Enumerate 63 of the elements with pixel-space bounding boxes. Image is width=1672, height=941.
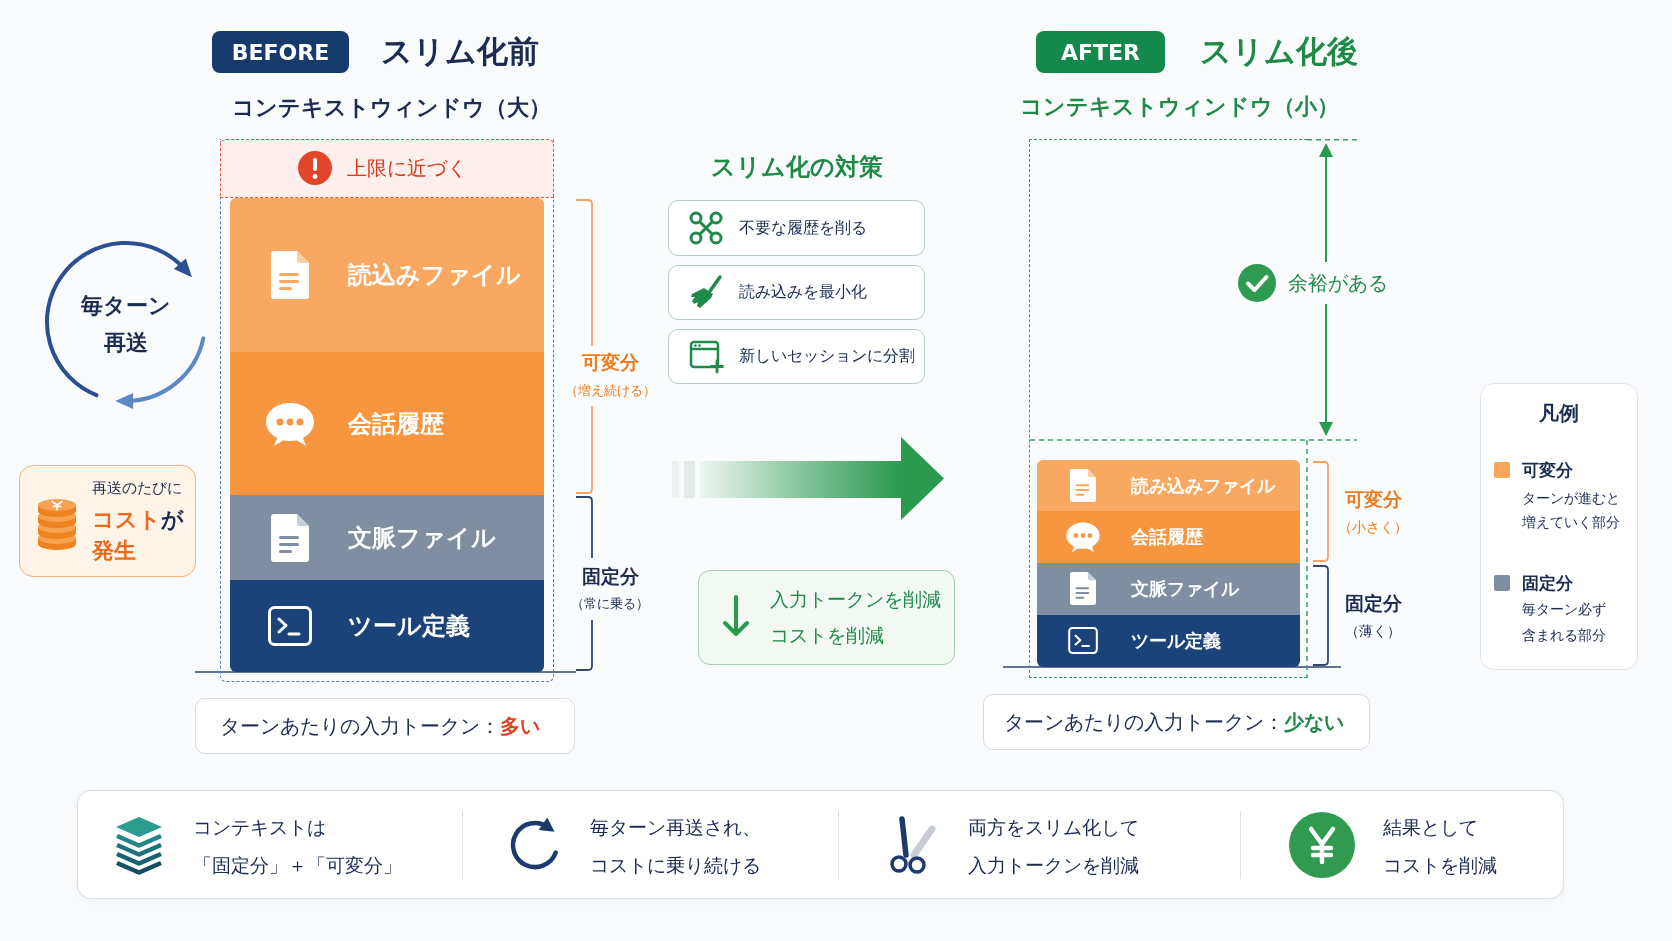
summary-text: 両方をスリム化して入力トークンを削減	[967, 814, 1140, 878]
block-label: ツール定義	[1130, 629, 1221, 653]
cost-callout	[19, 465, 196, 577]
token-summary-text: ターンあたりの入力トークン：多い	[220, 712, 540, 740]
measure-text: 新しいセッションに分割	[739, 345, 915, 367]
block-label: 会話履歴	[347, 408, 444, 440]
section-label: AFTER	[1061, 38, 1140, 67]
bracket-note: （増え続ける）	[564, 382, 656, 400]
bracket-note: （小さく）	[1338, 518, 1408, 537]
window-heading: コンテキストウィンドウ（小）	[1019, 93, 1339, 121]
block-label: 読込みファイル	[347, 260, 521, 291]
measure-card	[668, 329, 925, 384]
summary-bar	[77, 790, 1564, 899]
result-text: コストを削減	[769, 623, 884, 648]
callout-text: 再送のたびに	[91, 478, 182, 499]
context-block	[229, 495, 544, 580]
bracket-label: 可変分	[581, 349, 639, 375]
context-block	[229, 198, 544, 352]
context-block	[1036, 562, 1300, 615]
summary-text: 毎ターン再送され、コストに乗り続ける	[589, 814, 762, 878]
measure-text: 読み込みを最小化	[739, 281, 867, 303]
legend-note: 毎ターン必ず含まれる部分	[1522, 600, 1607, 645]
window-heading: コンテキストウィンドウ（大）	[232, 93, 551, 122]
section-heading: スリム化の対策	[711, 152, 883, 183]
legend-note: ターンが進むと増えていく部分	[1522, 489, 1621, 532]
context-block	[1036, 614, 1300, 667]
block-label: ツール定義	[347, 611, 470, 642]
block-label: 会話履歴	[1130, 525, 1203, 549]
bracket-label: 固定分	[581, 563, 639, 589]
limit-band	[219, 139, 554, 198]
result-text: 入力トークンを削減	[769, 587, 941, 612]
section-title: スリム化後	[1200, 31, 1358, 71]
measure-text: 不要な履歴を削る	[739, 216, 867, 239]
section-badge	[212, 31, 349, 73]
token-summary-card	[195, 698, 575, 754]
context-block	[1036, 459, 1300, 511]
block-label: 文脈ファイル	[1130, 577, 1239, 601]
measure-card	[668, 265, 925, 320]
legend-title: 凡例	[1539, 400, 1579, 427]
measure-card	[668, 200, 925, 256]
section-badge	[1036, 31, 1165, 73]
context-block	[229, 352, 544, 495]
limit-warning-text: 上限に近づく	[347, 154, 467, 182]
bracket-note: （薄く）	[1345, 622, 1401, 641]
context-block	[229, 580, 544, 672]
dimension-label: 余裕がある	[1288, 270, 1388, 297]
legend-text: 固定分	[1522, 572, 1573, 595]
callout-text: コストが発生	[91, 506, 185, 565]
token-summary-text: ターンあたりの入力トークン：少ない	[1004, 708, 1344, 736]
result-card	[698, 570, 955, 665]
bracket-note: （常に乗る）	[571, 595, 649, 613]
bracket-label: 可変分	[1344, 486, 1402, 512]
section-title: スリム化前	[381, 31, 539, 71]
legend-text: 可変分	[1522, 459, 1573, 482]
token-summary-card	[983, 694, 1370, 750]
cycle-label: 毎ターン再送	[80, 291, 172, 357]
bracket-label: 固定分	[1344, 590, 1402, 616]
section-label: BEFORE	[231, 38, 330, 67]
context-block	[1036, 510, 1300, 563]
block-label: 読み込みファイル	[1130, 473, 1275, 498]
summary-text: コンテキストは「固定分」＋「可変分」	[192, 814, 403, 878]
block-label: 文脈ファイル	[347, 522, 496, 554]
summary-text: 結果としてコストを削減	[1382, 814, 1498, 878]
